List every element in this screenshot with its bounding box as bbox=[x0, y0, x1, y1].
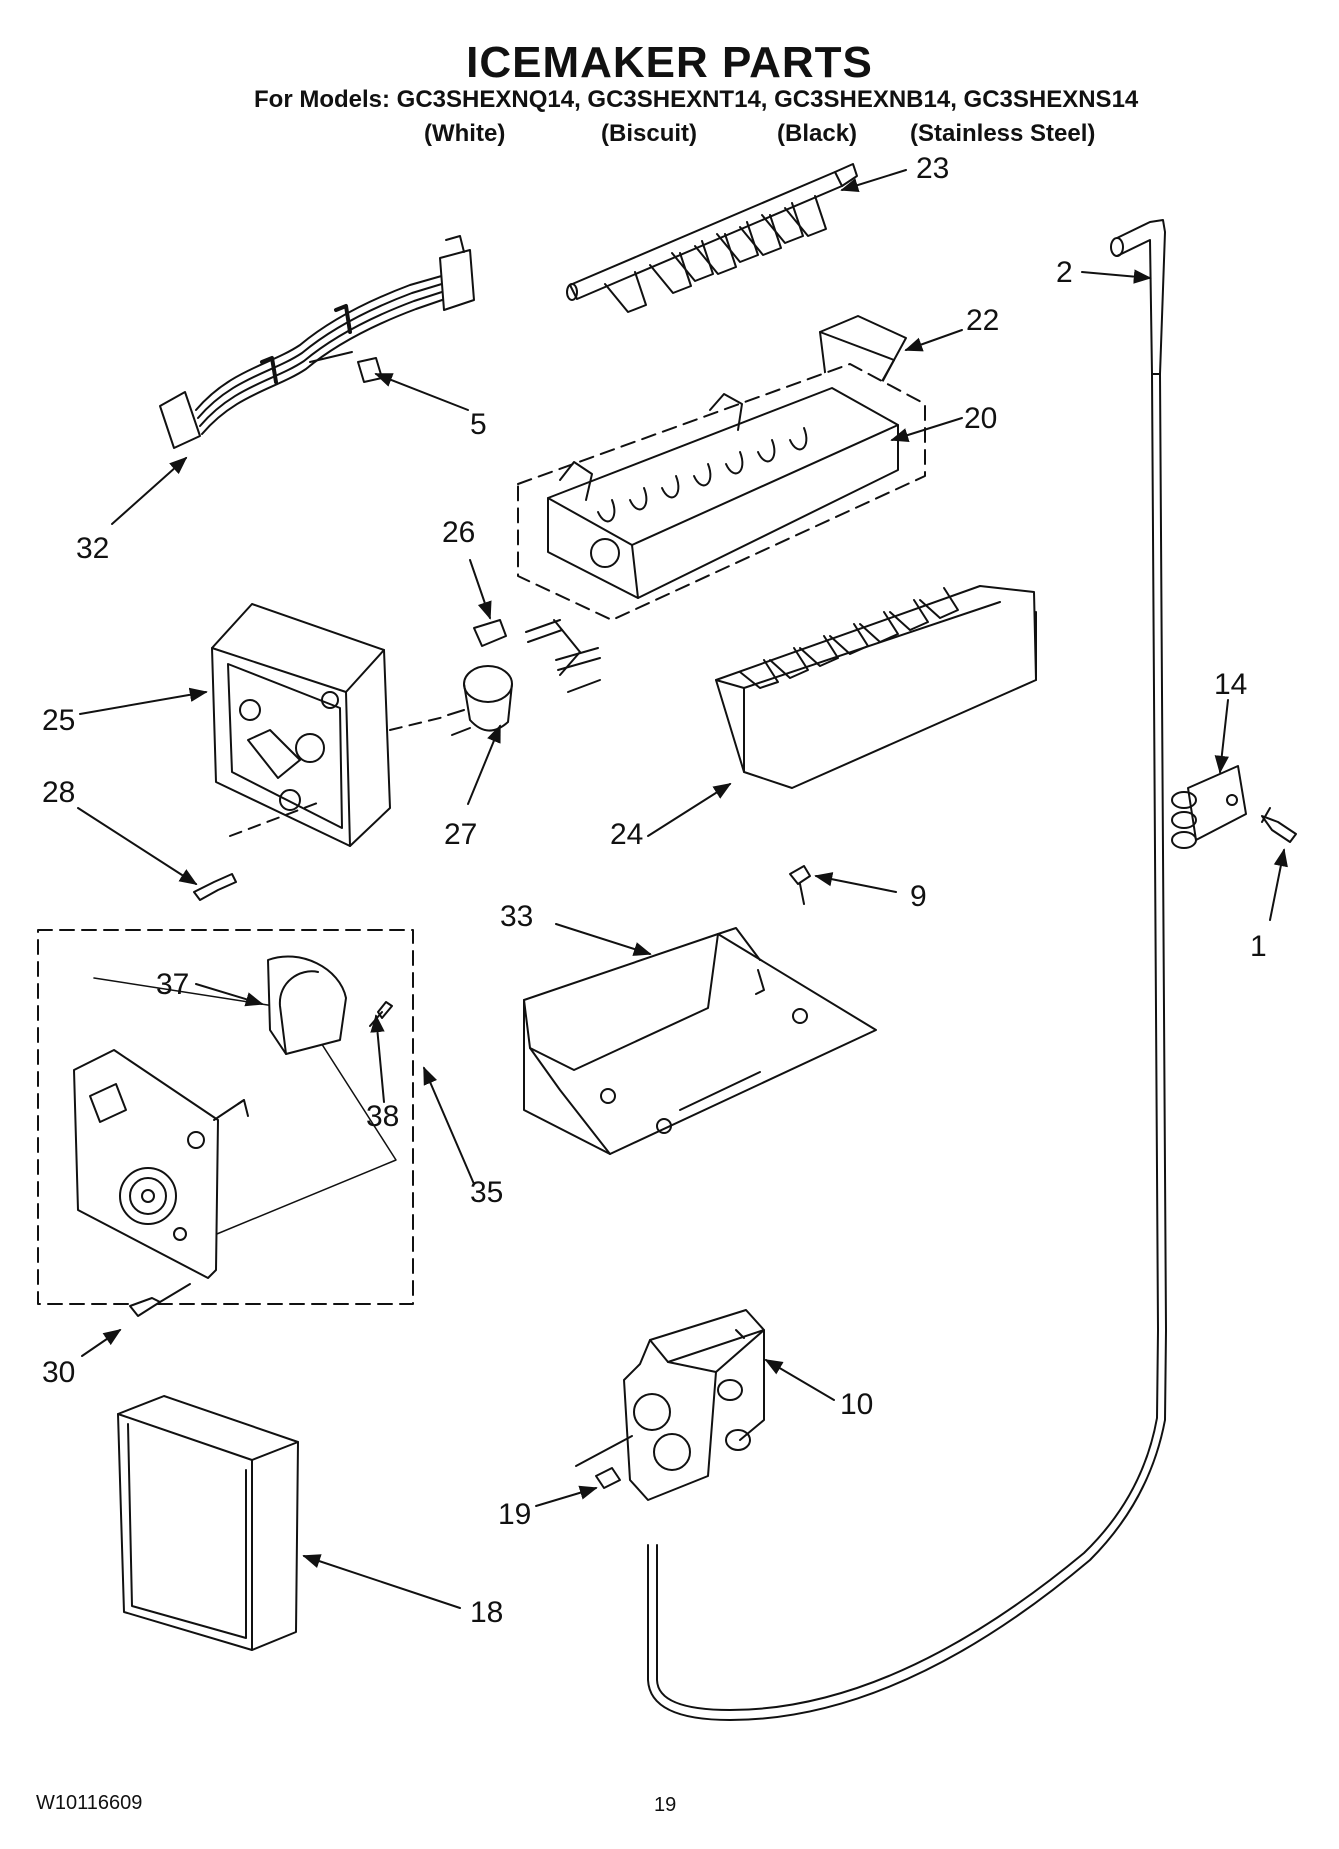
callout-35: 35 bbox=[470, 1176, 504, 1209]
part-ejector-shaft bbox=[566, 163, 858, 313]
part-screw-28 bbox=[193, 873, 237, 901]
callout-33: 33 bbox=[500, 900, 534, 933]
color-white: (White) bbox=[424, 120, 506, 147]
callout-1: 1 bbox=[1250, 930, 1267, 963]
models-line: For Models: GC3SHEXNQ14, GC3SHEXNT14, GC… bbox=[254, 86, 1139, 113]
part-stripper bbox=[715, 585, 1037, 789]
part-clamp bbox=[1171, 765, 1247, 849]
callout-24: 24 bbox=[610, 818, 644, 851]
part-water-valve bbox=[623, 1309, 765, 1501]
callout-leaders bbox=[77, 169, 1288, 1609]
callout-22: 22 bbox=[966, 304, 1000, 337]
part-ice-mold bbox=[517, 363, 926, 676]
part-fill-tube bbox=[647, 219, 1167, 1721]
color-biscuit: (Biscuit) bbox=[601, 120, 697, 147]
part-bottom-cover bbox=[523, 927, 877, 1155]
callout-23: 23 bbox=[916, 152, 950, 185]
callout-19: 19 bbox=[498, 1498, 532, 1531]
part-module-housing bbox=[211, 603, 449, 847]
part-thermostat bbox=[447, 619, 601, 736]
callout-38: 38 bbox=[366, 1100, 400, 1133]
callout-9: 9 bbox=[910, 880, 927, 913]
callout-27: 27 bbox=[444, 818, 478, 851]
part-screw-19 bbox=[575, 1435, 633, 1489]
callout-32: 32 bbox=[76, 532, 110, 565]
callout-28: 28 bbox=[42, 776, 76, 809]
part-wiring-harness bbox=[159, 235, 475, 449]
doc-number: W10116609 bbox=[36, 1792, 143, 1814]
part-foam-block bbox=[117, 1395, 299, 1651]
callout-10: 10 bbox=[840, 1388, 874, 1421]
part-screw-1 bbox=[1261, 807, 1297, 843]
callout-2: 2 bbox=[1056, 256, 1073, 289]
callout-14: 14 bbox=[1214, 668, 1248, 701]
part-screw-9 bbox=[789, 865, 811, 905]
color-stainless-steel: (Stainless Steel) bbox=[910, 120, 1096, 147]
page-number: 19 bbox=[654, 1794, 677, 1816]
callout-25: 25 bbox=[42, 704, 76, 737]
part-screw-30 bbox=[129, 1283, 191, 1317]
callout-37: 37 bbox=[156, 968, 190, 1001]
callout-20: 20 bbox=[964, 402, 998, 435]
callout-18: 18 bbox=[470, 1596, 504, 1629]
page-title: ICEMAKER PARTS bbox=[466, 38, 873, 87]
part-motor-module-group bbox=[37, 929, 414, 1305]
callout-26: 26 bbox=[442, 516, 476, 549]
callout-5: 5 bbox=[470, 408, 487, 441]
color-black: (Black) bbox=[777, 120, 858, 147]
callout-30: 30 bbox=[42, 1356, 76, 1389]
